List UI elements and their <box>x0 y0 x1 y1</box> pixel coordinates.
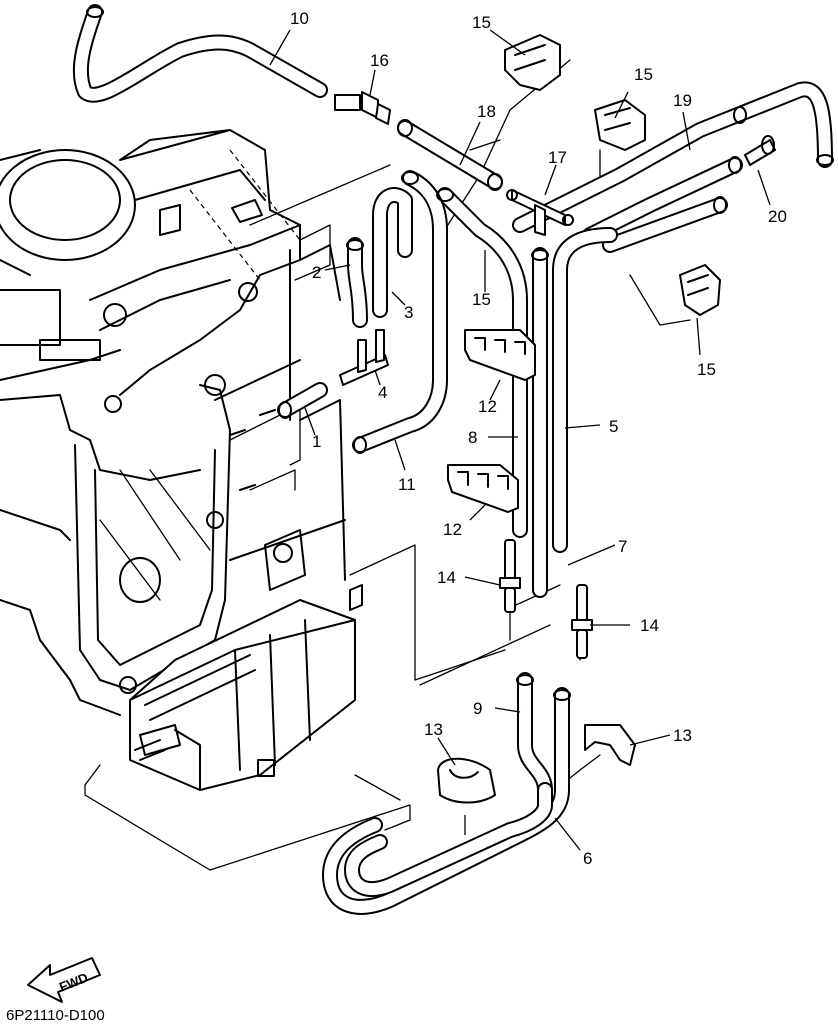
callout-15-top: 15 <box>472 13 491 32</box>
callout-5: 5 <box>609 417 618 436</box>
callout-13-left: 13 <box>424 720 443 739</box>
diagram-code: 6P21110-D100 <box>6 1007 105 1024</box>
callout-4: 4 <box>378 383 387 402</box>
callout-18: 18 <box>477 102 496 121</box>
callout-20: 20 <box>768 207 787 226</box>
callout-15-upper-right: 15 <box>634 65 653 84</box>
fwd-arrow: FWD <box>27 957 101 1003</box>
callout-15-right: 15 <box>697 360 716 379</box>
callout-13-right: 13 <box>673 726 692 745</box>
hose-5 <box>552 227 618 553</box>
clips <box>437 34 721 804</box>
callout-17: 17 <box>548 148 567 167</box>
callout-labels: 10 16 15 15 18 19 17 20 2 3 15 15 4 12 5… <box>290 9 787 868</box>
callout-16: 16 <box>370 51 389 70</box>
callout-12-lower: 12 <box>443 520 462 539</box>
callout-12-upper: 12 <box>478 397 497 416</box>
callout-14-left: 14 <box>437 568 456 587</box>
callout-7: 7 <box>618 537 627 556</box>
callout-3: 3 <box>404 303 413 322</box>
callout-19: 19 <box>673 91 692 110</box>
fittings <box>229 91 776 659</box>
callout-14-right: 14 <box>640 616 659 635</box>
leader-lines <box>269 29 771 851</box>
callout-15-middle: 15 <box>472 290 491 309</box>
callout-2: 2 <box>312 263 321 282</box>
engine-block <box>0 129 346 716</box>
callout-1: 1 <box>312 432 321 451</box>
callout-11: 11 <box>398 475 416 494</box>
callout-6: 6 <box>583 849 592 868</box>
hoses <box>72 4 834 915</box>
canister <box>129 529 363 791</box>
callout-8: 8 <box>468 428 477 447</box>
callout-10: 10 <box>290 9 309 28</box>
callout-9: 9 <box>473 699 482 718</box>
fwd-arrow-icon <box>27 957 101 1003</box>
